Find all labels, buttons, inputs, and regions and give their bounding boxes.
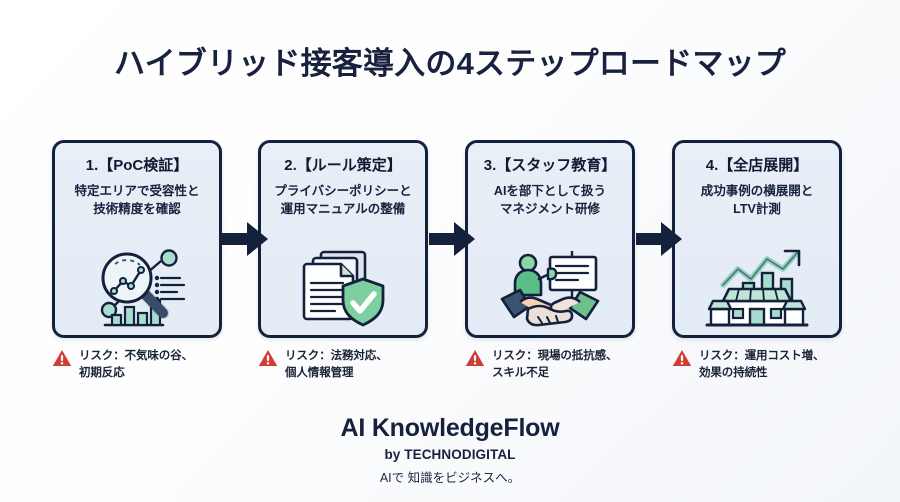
risk-note-1-text: リスク：不気味の谷、 初期反応 bbox=[79, 350, 193, 379]
training-handshake-icon bbox=[468, 245, 632, 329]
step-2-description: プライバシーポリシーと 運用マニュアルの整備 bbox=[274, 184, 412, 216]
risk-note-4-text: リスク：運用コスト増、 効果の持続性 bbox=[699, 350, 825, 379]
risk-note-1: リスク：不気味の谷、 初期反応 bbox=[52, 348, 237, 381]
step-4-description: 成功事例の横展開と LTV計測 bbox=[700, 184, 814, 216]
warning-triangle-icon bbox=[465, 349, 485, 367]
page-title: ハイブリッド接客導入の4ステップロードマップ bbox=[113, 46, 787, 81]
arrow-step2-to-step3 bbox=[429, 222, 475, 256]
step-4-heading: 4.【全店展開】 bbox=[705, 157, 809, 174]
arrow-right-icon bbox=[429, 222, 475, 256]
steps-row: 1.【PoC検証】 特定エリアで受容性と 技術精度を確認 bbox=[52, 140, 852, 338]
arrow-right-icon bbox=[222, 222, 268, 256]
step-3-description: AIを部下として扱う マネジメント研修 bbox=[493, 184, 607, 216]
brand-by-line: by TECHNODIGITAL bbox=[384, 446, 516, 462]
step-1-heading: 1.【PoC検証】 bbox=[85, 157, 189, 174]
step-2-heading: 2.【ルール策定】 bbox=[284, 157, 402, 174]
warning-triangle-icon bbox=[52, 349, 72, 367]
step-card-4[interactable]: 4.【全店展開】 成功事例の横展開と LTV計測 bbox=[672, 140, 842, 338]
step-3-heading: 3.【スタッフ教育】 bbox=[483, 157, 617, 174]
risks-row: リスク：不気味の谷、 初期反応 リスク：法務対応、 個人情報管理 リスク：現場の… bbox=[52, 348, 872, 392]
footer-branding: AI KnowledgeFlow by TECHNODIGITAL AIで 知識… bbox=[0, 414, 900, 486]
step-card-1[interactable]: 1.【PoC検証】 特定エリアで受容性と 技術精度を確認 bbox=[52, 140, 222, 338]
risk-note-3-text: リスク：現場の抵抗感、 スキル不足 bbox=[492, 350, 618, 379]
documents-shield-check-icon bbox=[261, 245, 425, 329]
arrow-step3-to-step4 bbox=[636, 222, 682, 256]
brand-tagline: AIで 知識をビジネスへ。 bbox=[379, 470, 521, 485]
step-card-2[interactable]: 2.【ルール策定】 プライバシーポリシーと 運用マニュアルの整備 bbox=[258, 140, 428, 338]
warning-triangle-icon bbox=[672, 349, 692, 367]
warning-triangle-icon bbox=[258, 349, 278, 367]
step-1-description: 特定エリアで受容性と 技術精度を確認 bbox=[74, 184, 200, 216]
storefront-growth-icon bbox=[675, 245, 839, 329]
risk-note-2-text: リスク：法務対応、 個人情報管理 bbox=[285, 350, 388, 379]
magnifier-analytics-icon bbox=[55, 245, 219, 329]
arrow-step1-to-step2 bbox=[222, 222, 268, 256]
brand-name: AI KnowledgeFlow bbox=[340, 414, 560, 442]
risk-note-2: リスク：法務対応、 個人情報管理 bbox=[258, 348, 443, 381]
step-card-3[interactable]: 3.【スタッフ教育】 AIを部下として扱う マネジメント研修 bbox=[465, 140, 635, 338]
risk-note-3: リスク：現場の抵抗感、 スキル不足 bbox=[465, 348, 650, 381]
risk-note-4: リスク：運用コスト増、 効果の持続性 bbox=[672, 348, 857, 381]
arrow-right-icon bbox=[636, 222, 682, 256]
